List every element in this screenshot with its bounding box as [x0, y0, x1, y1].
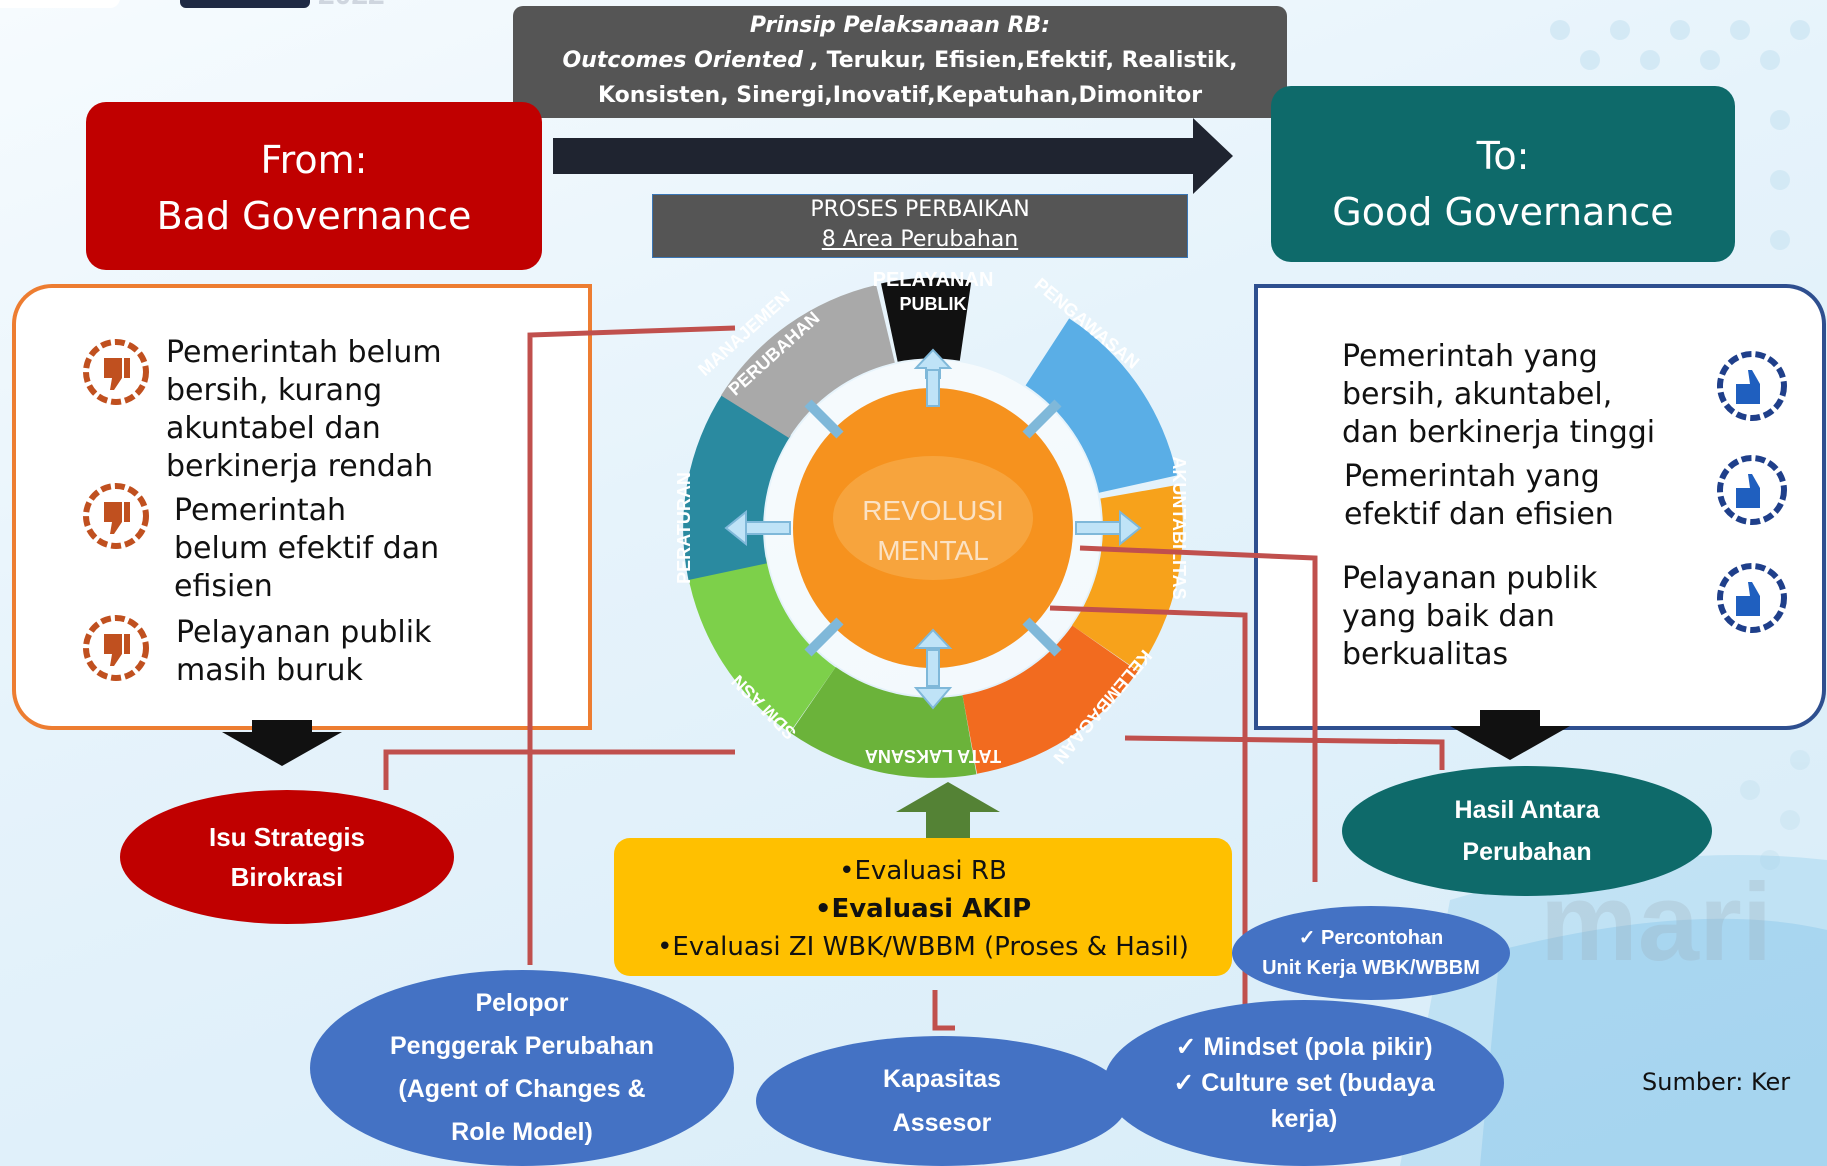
thumbs-up-icon: [1717, 563, 1787, 633]
pelopor-line4: Role Model): [451, 1118, 593, 1146]
bad-item-3: Pelayanan publik masih buruk: [176, 614, 431, 690]
proses-perbaikan-box: PROSES PERBAIKAN 8 Area Perubahan: [652, 194, 1188, 258]
mindset-oval: ✓ Mindset (pola pikir) ✓ Culture set (bud…: [1104, 1000, 1504, 1166]
good-item-1-line: dan berkinerja tinggi: [1342, 415, 1656, 450]
evaluasi-item-1: •Evaluasi RB: [839, 856, 1007, 886]
pelopor-line2: Penggerak Perubahan: [390, 1032, 654, 1060]
hasil-line2: Perubahan: [1462, 838, 1592, 866]
isu-line1: Isu Strategis: [208, 822, 366, 852]
down-arrow-icon: [1450, 710, 1570, 760]
bad-item-1-line: berkinerja rendah: [166, 449, 434, 484]
segment-peraturan: PERATURAN: [674, 472, 694, 584]
evaluasi-item-2-text: Evaluasi AKIP: [831, 894, 1032, 924]
from-title: Bad Governance: [156, 194, 472, 238]
evaluasi-item-3-text: Evaluasi ZI WBK/WBBM (Proses & Hasil): [672, 932, 1189, 962]
down-arrow-icon: [222, 720, 342, 766]
good-item-3: Pelayanan publik yang baik dan berkualit…: [1342, 560, 1597, 674]
eight-area-wheel: REVOLUSI MENTAL PELAYANAN PUBLIK PENGAWA…: [674, 269, 1189, 778]
good-item-1: Pemerintah yang bersih, akuntabel, dan b…: [1342, 338, 1655, 452]
thumbs-up-icon: [1717, 455, 1787, 525]
kapasitas-line2: Assesor: [892, 1109, 992, 1137]
bad-item-3-line: Pelayanan publik: [176, 615, 432, 650]
segment-publik: PUBLIK: [900, 294, 967, 314]
segment-tata-laksana: TATA LAKSANA: [865, 746, 1001, 766]
bad-item-3-line: masih buruk: [176, 653, 363, 688]
bad-item-2-line: belum efektif dan: [174, 531, 440, 566]
from-bad-governance-box: From: Bad Governance: [86, 102, 542, 270]
bad-item-2-line: Pemerintah: [174, 493, 347, 528]
bad-item-1: Pemerintah belum bersih, kurang akuntabe…: [166, 334, 442, 486]
mindset-line2: ✓ Culture set (budaya: [1173, 1069, 1435, 1097]
segment-pelayanan: PELAYANAN: [873, 269, 994, 291]
good-item-3-line: yang baik dan: [1342, 599, 1555, 634]
good-item-1-line: Pemerintah yang: [1342, 339, 1598, 374]
thumbs-down-icon: [83, 483, 149, 549]
mindset-line3: kerja): [1270, 1105, 1338, 1133]
evaluasi-item-2: •Evaluasi AKIP: [814, 894, 1032, 924]
proses-subtitle: 8 Area Perubahan: [821, 227, 1019, 252]
evaluasi-item-3: •Evaluasi ZI WBK/WBBM (Proses & Hasil): [657, 932, 1189, 962]
proses-title: PROSES PERBAIKAN: [810, 197, 1030, 222]
mindset-line1: ✓ Mindset (pola pikir): [1175, 1033, 1433, 1061]
to-title: Good Governance: [1332, 190, 1674, 234]
transition-arrow: [553, 118, 1233, 194]
thumbs-down-icon: [83, 615, 149, 681]
bad-item-1-line: akuntabel dan: [166, 411, 381, 446]
radial-arrows: [724, 348, 1142, 710]
source-caption: Sumber: Ker: [1642, 1068, 1791, 1096]
to-label: To:: [1476, 134, 1530, 178]
segment-akuntabilitas: AKUNTABILITAS: [1169, 456, 1189, 599]
principles-title: Prinsip Pelaksanaan RB:: [749, 13, 1051, 38]
brand-corner: [0, 0, 120, 8]
center-line1: REVOLUSI: [862, 495, 1004, 526]
principles-line3: Konsisten, Sinergi,Inovatif,Kepatuhan,Di…: [597, 83, 1203, 108]
good-item-3-line: Pelayanan publik: [1342, 561, 1598, 596]
bad-item-1-line: bersih, kurang: [166, 373, 383, 408]
percontohan-line1: ✓ Percontohan: [1298, 927, 1444, 949]
percontohan-line2: Unit Kerja WBK/WBBM: [1262, 957, 1480, 979]
brand-year: 2022: [318, 0, 385, 12]
principles-line2-rest: Terukur, Efisien,Efektif, Realistik,: [818, 48, 1238, 73]
bad-item-2-line: efisien: [174, 569, 273, 604]
up-arrow-icon: [896, 782, 1000, 840]
good-item-2: Pemerintah yang efektif dan efisien: [1344, 458, 1614, 534]
bad-item-2: Pemerintah belum efektif dan efisien: [174, 492, 439, 606]
to-good-governance-box: To: Good Governance: [1271, 86, 1735, 262]
thumbs-up-icon: [1717, 351, 1787, 421]
wheel-segments: [683, 277, 1183, 778]
brand-badge: [180, 0, 310, 8]
good-item-2-line: efektif dan efisien: [1344, 497, 1614, 532]
bad-item-1-line: Pemerintah belum: [166, 335, 442, 370]
principles-line2-italic: Outcomes Oriented ,: [562, 48, 819, 73]
principles-line2: Outcomes Oriented , Terukur, Efisien,Efe…: [513, 43, 1287, 78]
from-label: From:: [260, 138, 368, 182]
brand-logo: 2022: [0, 0, 420, 12]
hasil-line1: Hasil Antara: [1454, 796, 1600, 824]
evaluasi-box: •Evaluasi RB •Evaluasi AKIP •Evaluasi ZI…: [614, 838, 1232, 976]
good-item-3-line: berkualitas: [1342, 637, 1509, 672]
principles-box: Prinsip Pelaksanaan RB: Outcomes Oriente…: [513, 6, 1287, 118]
good-item-2-line: Pemerintah yang: [1344, 459, 1600, 494]
isu-line2: Birokrasi: [230, 862, 344, 892]
good-item-1-line: bersih, akuntabel,: [1342, 377, 1613, 412]
evaluasi-item-1-text: Evaluasi RB: [854, 856, 1007, 886]
kapasitas-line1: Kapasitas: [882, 1065, 1002, 1093]
pelopor-line1: Pelopor: [475, 989, 569, 1017]
center-line2: MENTAL: [877, 535, 989, 566]
pelopor-line3: (Agent of Changes &: [398, 1075, 646, 1103]
thumbs-down-icon: [83, 339, 149, 405]
